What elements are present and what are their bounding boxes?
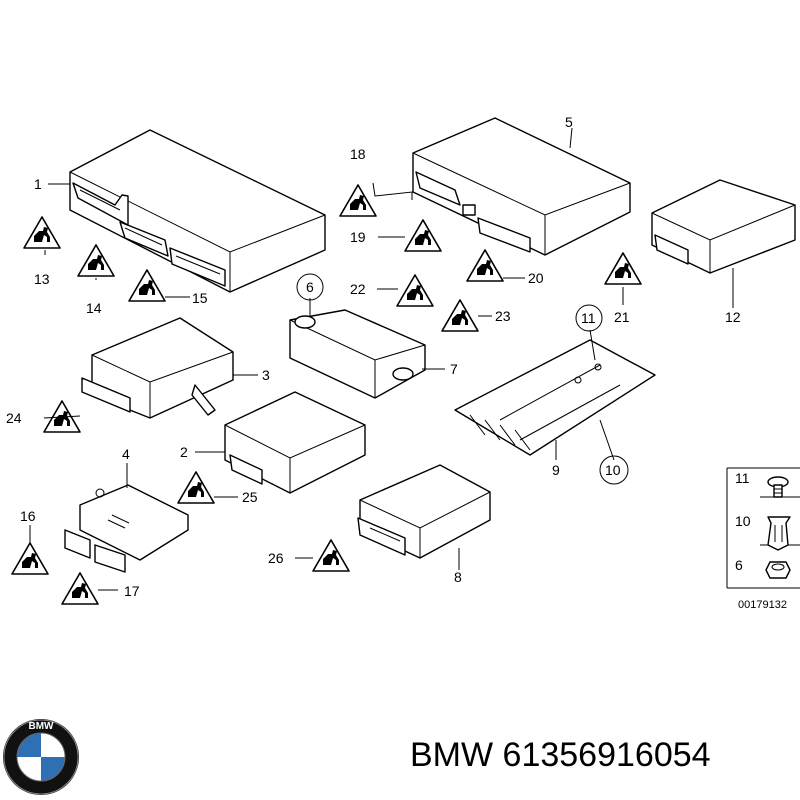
part-12-module [651,179,796,274]
label-17: 17 [124,583,140,599]
label-3: 3 [262,367,270,383]
label-18: 18 [350,146,366,162]
warning-triangle-25 [177,471,215,504]
warning-triangle-22 [396,274,434,307]
label-11: 11 [581,310,596,326]
logo-letters: BMW [29,721,55,732]
part-9-bracket [454,339,656,456]
warning-triangle-14 [77,244,115,277]
warning-triangle-20 [466,249,504,282]
part-5-control-unit [412,117,631,256]
clip-nut-icon [767,516,791,551]
circle-11 [575,304,603,332]
label-14: 14 [86,300,102,316]
label-8: 8 [454,569,462,585]
warning-triangle-18 [339,184,377,217]
label-20: 20 [528,270,544,286]
warning-triangle-19 [404,219,442,252]
legend-6: 6 [735,557,743,573]
warning-triangle-23 [441,299,479,332]
hex-nut-icon [765,561,791,579]
leader-lines [29,127,734,591]
screw-icon [767,476,789,498]
circle-6 [296,273,324,301]
part-3-module [81,317,234,419]
warning-triangle-15 [128,269,166,302]
brand-name: BMW [410,736,494,774]
label-10: 10 [605,462,621,478]
label-16: 16 [20,508,36,524]
part-number: 61356916054 [502,736,711,774]
small-parts-legend: 11 10 6 00179132 [726,467,800,611]
warning-triangle-16 [11,542,49,575]
bmw-logo: BMW [3,719,79,795]
label-22: 22 [350,281,366,297]
label-21: 21 [614,309,630,325]
label-6: 6 [306,279,314,295]
label-1: 1 [34,176,42,192]
label-19: 19 [350,229,366,245]
label-7: 7 [450,361,458,377]
label-9: 9 [552,462,560,478]
image-code: 00179132 [738,599,787,611]
label-5: 5 [565,114,573,130]
label-24: 24 [6,410,22,426]
label-12: 12 [725,309,741,325]
warning-triangle-13 [23,216,61,249]
part-8-module [357,464,491,559]
part-1-control-unit [69,129,326,293]
legend-10: 10 [735,513,751,529]
label-25: 25 [242,489,258,505]
legend-11: 11 [735,470,750,486]
part-7-module [289,309,426,399]
warning-triangle-26 [312,539,350,572]
label-13: 13 [34,271,50,287]
part-2-module [224,391,366,494]
label-4: 4 [122,446,130,462]
part-4-bracket [64,484,189,573]
warning-triangle-17 [61,572,99,605]
label-23: 23 [495,308,511,324]
label-2: 2 [180,444,188,460]
warning-triangle-21 [604,252,642,285]
label-26: 26 [268,550,284,566]
product-title: BMW 61356916054 [410,736,711,775]
circle-10 [599,455,629,485]
label-15: 15 [192,290,208,306]
